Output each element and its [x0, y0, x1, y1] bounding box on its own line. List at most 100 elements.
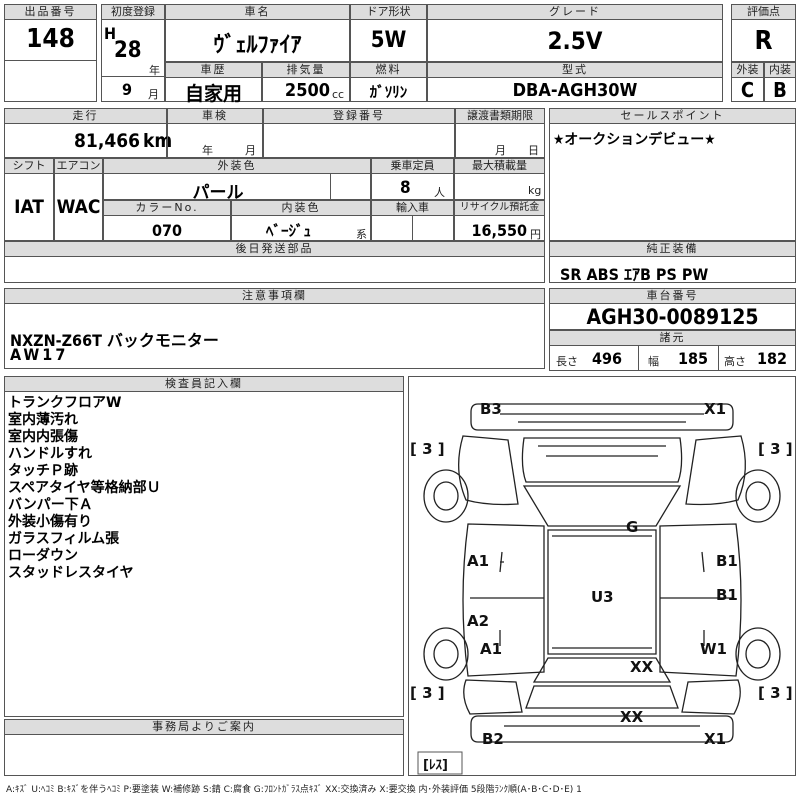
right-mirror	[701, 551, 705, 573]
grade: 2.5V	[547, 27, 603, 55]
rear-right-fender	[681, 679, 741, 715]
inspector-note: ガラスフィルム張	[8, 531, 120, 547]
inspector-note: スペアタイヤ等格納部Ｕ	[8, 480, 161, 496]
reg-no-label: 登録番号	[263, 108, 455, 124]
tire-rear-right	[735, 627, 781, 681]
displacement-label: 排気量	[262, 62, 350, 78]
notes-line-2: AW17	[10, 345, 69, 364]
chassis-number: AGH30-0089125	[586, 305, 759, 329]
hood-lines	[538, 445, 666, 457]
inspector-note: 室内薄汚れ	[8, 412, 78, 428]
max-load-unit: kg	[528, 184, 542, 197]
lot-number: 148	[26, 24, 75, 54]
front-left-fender	[458, 435, 519, 506]
mark-a1-left: A1	[467, 552, 489, 570]
dims-label: 諸元	[549, 330, 796, 346]
first-reg-label: 初度登録	[101, 4, 165, 20]
height-label: 高さ	[724, 355, 746, 368]
shift: IAT	[14, 196, 44, 218]
car-diagram: B3 X1 G A1 B1 U3 B1 A2 A1 W1 XX XX B2 X1…	[410, 400, 793, 775]
car-name: ｳﾞｪﾙﾌｧｲｱ	[213, 33, 302, 58]
mark-g: G	[626, 518, 638, 536]
inspector-note: 室内内張傷	[8, 429, 78, 445]
capacity: 8	[400, 178, 411, 198]
model: DBA-AGH30W	[512, 80, 638, 101]
color-label: 外装色	[103, 158, 371, 174]
inspection-year-unit: 年	[202, 144, 213, 157]
inspector-note: タッチＰ跡	[8, 463, 78, 479]
mileage: 81,466	[74, 130, 140, 152]
exterior-grade: C	[740, 78, 755, 102]
displacement-unit: cc	[332, 88, 345, 101]
first-reg-year-unit: 年	[149, 64, 160, 77]
tire-fr-label: [ 3 ]	[758, 440, 793, 458]
rear-left-fender	[463, 679, 523, 715]
inspector-note: ローダウン	[8, 548, 78, 564]
mark-b1-right-upper: B1	[716, 552, 738, 570]
dims-divider-2	[718, 346, 719, 371]
mileage-label: 走行	[4, 108, 167, 124]
recycle-label: リサイクル預託金	[454, 200, 545, 216]
right-body	[659, 523, 742, 677]
interior-color-label: 内装色	[231, 200, 371, 216]
first-reg-month: 9	[122, 80, 133, 99]
transfer-month-unit: 月	[495, 144, 506, 157]
exterior-grade-label: 外装	[731, 62, 764, 78]
tire-rear-left	[423, 627, 469, 681]
max-load-label: 最大積載量	[454, 158, 545, 174]
door-label: ドア形状	[350, 4, 427, 20]
grade-label: グレード	[427, 4, 723, 20]
tire-front-right-hub	[745, 481, 771, 511]
left-body	[462, 523, 545, 677]
office-label: 事務局よりご案内	[4, 719, 404, 735]
transfer-label: 譲渡書類期限	[455, 108, 545, 124]
windshield	[522, 485, 682, 527]
color-no: 070	[151, 221, 183, 240]
ac: WAC	[56, 196, 101, 218]
mark-x1-top: X1	[704, 400, 726, 418]
height: 182	[757, 349, 788, 368]
inspector-note: トランクフロアW	[8, 395, 122, 411]
inspector-note: 外装小傷有り	[8, 514, 92, 530]
interior-color-suffix: 系	[356, 228, 367, 241]
model-label: 型式	[427, 62, 723, 78]
diagram-cell	[408, 376, 796, 776]
capacity-label: 乗車定員	[371, 158, 454, 174]
mark-b1-right-lower: B1	[716, 586, 738, 604]
left-mirror	[499, 551, 504, 573]
interior-color: ﾍﾞｰｼﾞｭ	[265, 222, 311, 240]
equipment: SR ABS ｴｱB PS PW	[560, 265, 709, 284]
spare-box	[417, 751, 463, 775]
fuel-label: 燃料	[350, 62, 427, 78]
import-label: 輸入車	[371, 200, 454, 216]
width: 185	[678, 349, 709, 368]
history: 自家用	[184, 83, 242, 105]
tire-front-right	[735, 469, 781, 523]
inspection-label: 車検	[167, 108, 263, 124]
equipment-label: 純正装備	[549, 241, 796, 257]
lot-label: 出品番号	[4, 4, 97, 20]
mark-xx-center: XX	[630, 658, 654, 676]
door-type: 5W	[370, 28, 407, 53]
interior-grade-label: 内装	[764, 62, 796, 78]
sales-point: ★オークションデビュー★	[553, 132, 716, 148]
mark-x1-bottom: X1	[704, 730, 726, 748]
length: 496	[592, 349, 623, 368]
interior-grade: B	[773, 78, 787, 102]
mark-w1: W1	[700, 640, 727, 658]
import-divider	[412, 216, 413, 241]
dims-divider-1	[638, 346, 639, 371]
tire-rr-label: [ 3 ]	[758, 684, 793, 702]
color: パール	[192, 183, 244, 203]
mark-a2: A2	[467, 612, 489, 630]
legend: A:ｷｽﾞ U:ﾍｺﾐ B:ｷｽﾞを伴うﾍｺﾐ P:要塗装 W:補修跡 S:錆 …	[6, 785, 582, 795]
mileage-unit: km	[143, 130, 173, 152]
notes-label: 注意事項欄	[4, 288, 545, 304]
inspector-note: バンパー下Ａ	[8, 497, 93, 513]
mark-b2: B2	[482, 730, 504, 748]
recycle-unit: 円	[530, 228, 541, 241]
rear-window	[532, 657, 672, 683]
lot-divider	[4, 60, 97, 61]
tire-front-left	[423, 469, 469, 523]
shift-label: シフト	[4, 158, 54, 174]
